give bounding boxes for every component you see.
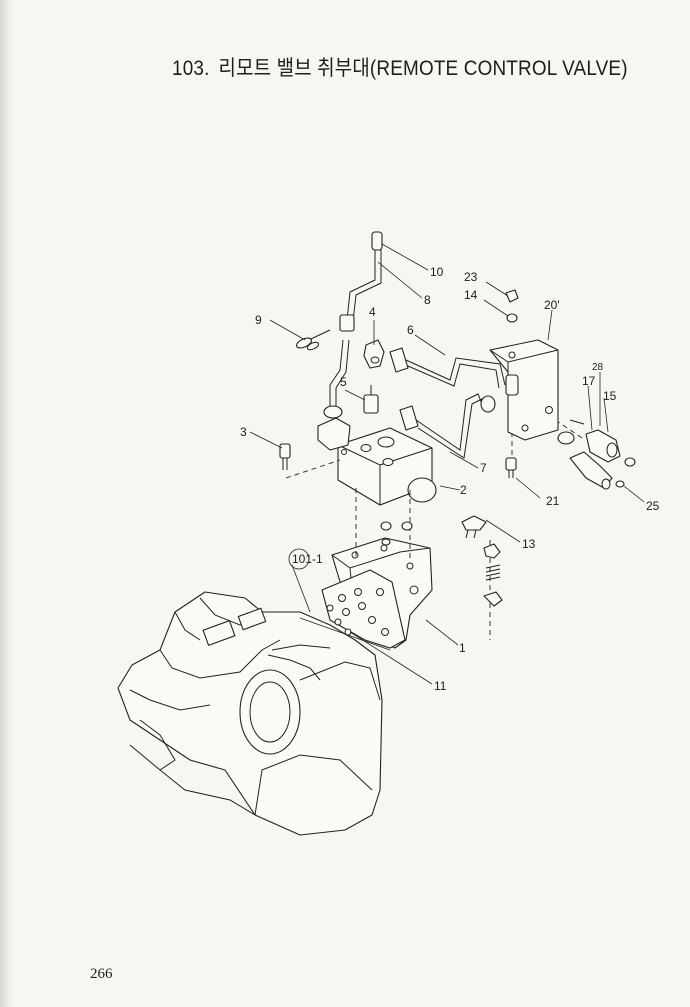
callout-10: 10 <box>430 265 444 279</box>
callout-101-1-circle <box>288 548 310 570</box>
title-korean: 리모트 밸브 취부대 <box>218 57 370 80</box>
callout-2: 2 <box>460 483 467 497</box>
cotter-pin <box>295 329 331 351</box>
engine-block <box>117 591 383 836</box>
callout-20: 20' <box>544 298 560 312</box>
bolt-21 <box>505 457 517 478</box>
page-number: 266 <box>90 966 113 982</box>
callout-25: 25 <box>646 499 660 513</box>
callout-21: 21 <box>546 494 560 508</box>
callout-5: 5 <box>340 375 347 389</box>
section-number: 103. <box>172 57 210 80</box>
callout-28: 28 <box>592 362 604 373</box>
callout-1: 1 <box>459 641 466 655</box>
callout-11: 11 <box>434 679 447 693</box>
callout-4: 4 <box>369 305 376 319</box>
remote-control-valve-body <box>337 427 437 506</box>
hydraulic-pipe-6 <box>389 347 506 389</box>
control-rod-linkage <box>317 231 383 451</box>
leader-lines <box>249 243 645 685</box>
fitting-group-15-17-28 <box>557 419 636 490</box>
title-english: (REMOTE CONTROL VALVE) <box>369 57 628 80</box>
bolt-3 <box>279 443 291 470</box>
callout-3: 3 <box>240 425 247 439</box>
callout-23: 23 <box>464 270 478 284</box>
callout-101-1: 101-1 <box>292 552 323 566</box>
page-binding-edge <box>0 0 14 1007</box>
callout-15: 15 <box>603 389 617 403</box>
fitting-5 <box>363 385 379 414</box>
callout-13: 13 <box>522 537 536 551</box>
bolt-11-group <box>299 604 391 651</box>
callout-14: 14 <box>464 288 478 302</box>
hydraulic-pipe-7 <box>399 393 496 459</box>
page-title: 103. 리모트 밸브 취부대(REMOTE CONTROL VALVE) <box>172 52 628 82</box>
callout-7: 7 <box>480 461 487 475</box>
callout-17: 17 <box>582 374 596 388</box>
bolt-13-group <box>461 515 503 607</box>
callout-8: 8 <box>424 293 431 307</box>
nut-and-washer-14-23 <box>505 289 519 323</box>
alignment-lines <box>285 405 586 640</box>
callout-9: 9 <box>255 313 262 327</box>
spacers <box>380 521 413 546</box>
callout-labels: 10 8 9 4 6 5 3 7 2 23 14 20' 28 17 15 21… <box>240 265 660 693</box>
callout-6: 6 <box>407 323 414 337</box>
bracket-plate-20 <box>489 339 559 441</box>
mounting-bracket <box>321 537 433 649</box>
elbow-fitting-4 <box>363 339 385 369</box>
